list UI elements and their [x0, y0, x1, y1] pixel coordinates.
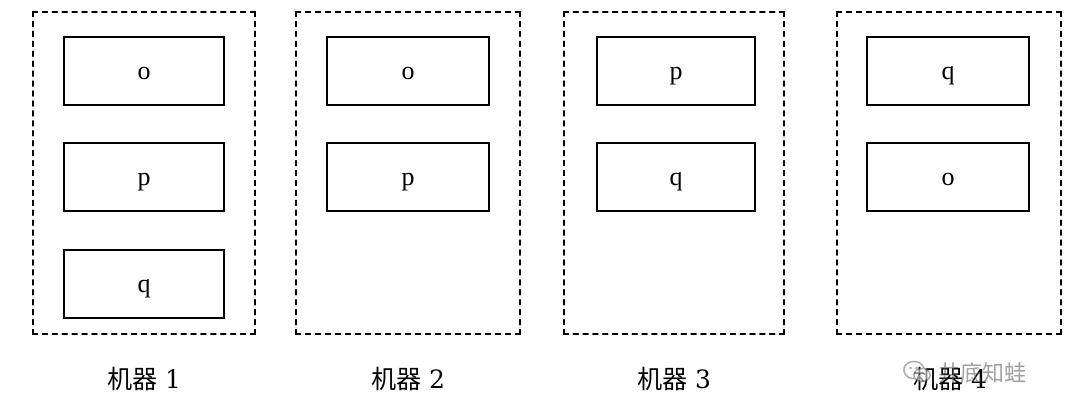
watermark: 井底知蛙 — [902, 356, 1026, 388]
partition-label: o — [137, 56, 151, 85]
partition-box: o — [63, 36, 225, 106]
partition-box: o — [326, 36, 490, 106]
wechat-icon — [902, 359, 932, 385]
watermark-text: 井底知蛙 — [938, 362, 1027, 387]
partition-label: p — [669, 56, 683, 85]
machine-3-label: 机器 3 — [637, 365, 711, 394]
machine-4-container: q o — [836, 11, 1062, 335]
partition-box: p — [596, 36, 756, 106]
partition-label: o — [401, 56, 415, 85]
partition-label: p — [401, 162, 415, 191]
partition-box: p — [63, 142, 225, 212]
machine-2-container: o p — [295, 11, 521, 335]
partition-box: q — [596, 142, 756, 212]
partition-label: o — [941, 162, 955, 191]
partition-label: q — [137, 269, 151, 298]
machine-1-container: o p q — [32, 11, 256, 335]
machine-1-label: 机器 1 — [107, 365, 181, 394]
partition-box: q — [866, 36, 1030, 106]
machine-2-label: 机器 2 — [371, 365, 445, 394]
partition-box: o — [866, 142, 1030, 212]
machine-3-container: p q — [563, 11, 785, 335]
partition-box: p — [326, 142, 490, 212]
partition-label: p — [137, 162, 151, 191]
partition-label: q — [941, 56, 955, 85]
partition-box: q — [63, 249, 225, 319]
partition-label: q — [669, 162, 683, 191]
